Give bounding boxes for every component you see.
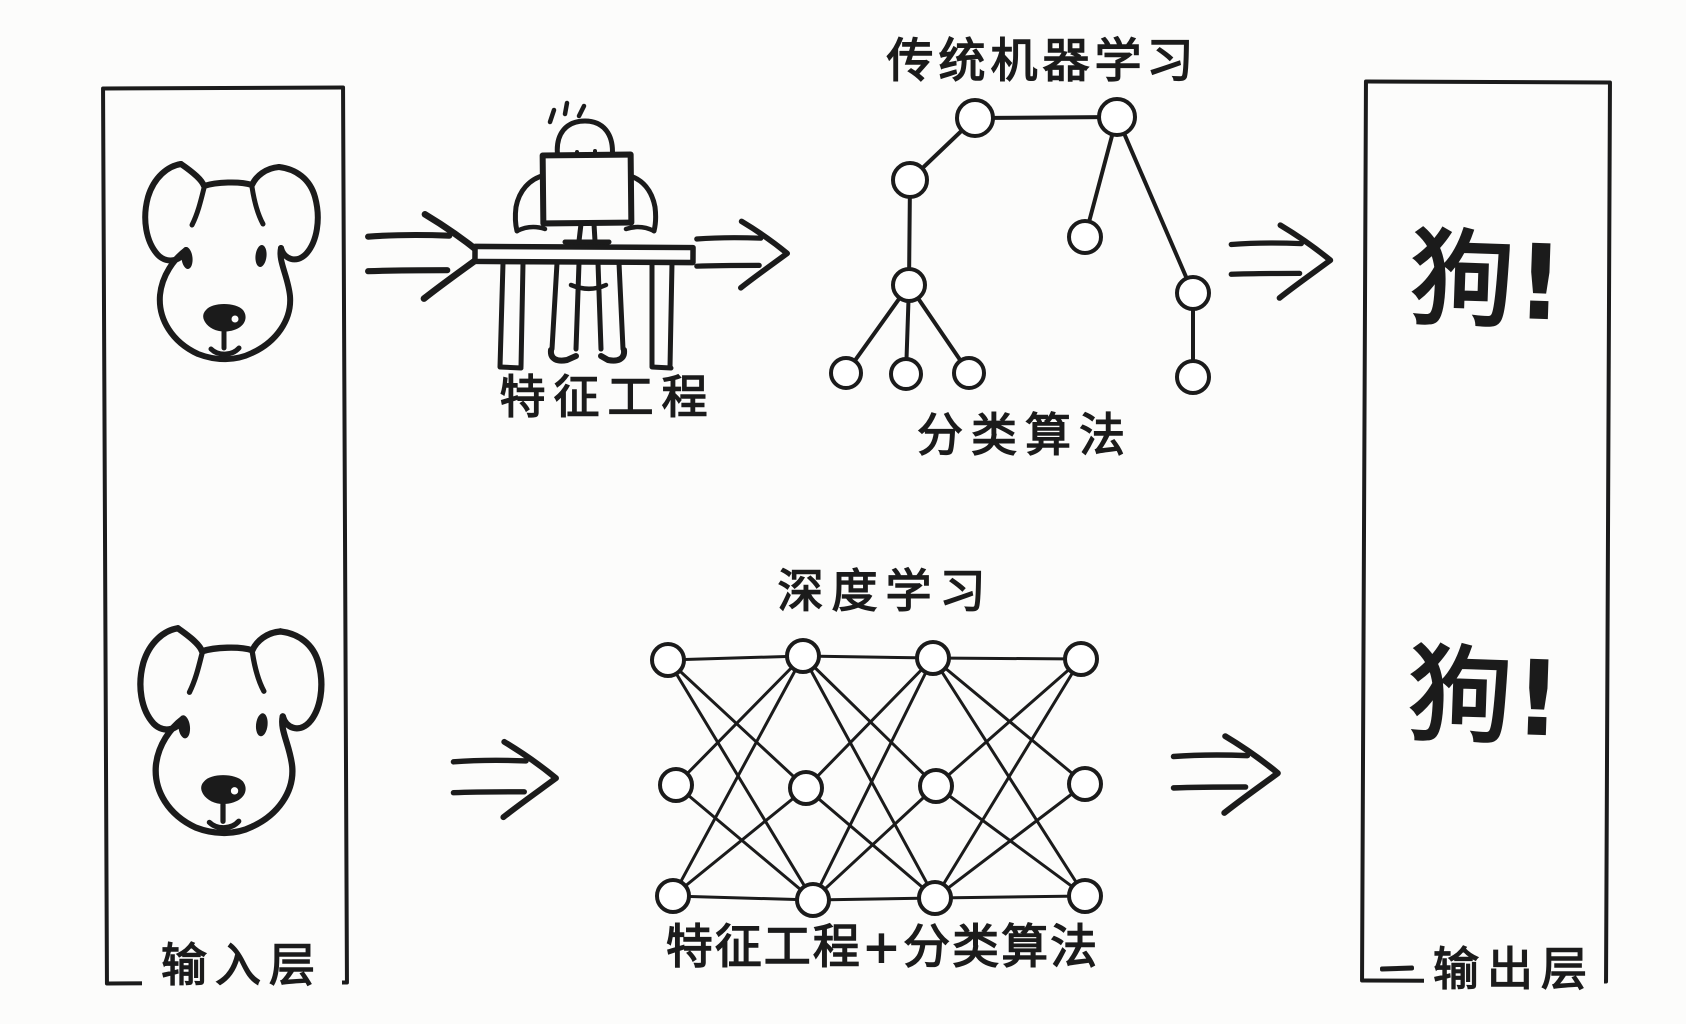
dog-face-top-icon [124,158,324,363]
feature-engineer-person-icon [455,95,710,371]
output-panel [1360,79,1612,984]
neural-network-icon [643,638,1108,918]
input-panel-label: 输入层 [142,940,342,991]
dog-result-top: 狗! [1408,217,1568,345]
decision-tree-icon [812,82,1222,407]
flow-arrow-engineer-to-tree [692,204,796,306]
dog-face-bottom-icon [118,622,328,837]
flow-arrow-network-to-output [1168,725,1288,825]
flow-arrow-input-to-network [448,730,566,830]
output-panel-label: 输出层 [1424,944,1604,995]
combined-pipeline-label: 特征工程+分类算法 [655,922,1110,974]
deep-learning-title: 深度学习 [768,566,1003,617]
feature-engineering-label: 特征工程 [470,372,745,423]
dog-result-bottom: 狗! [1406,633,1566,761]
flow-arrow-tree-to-output [1226,212,1340,312]
classification-algorithm-label: 分类算法 [910,410,1140,461]
traditional-ml-title: 传统机器学习 [870,36,1215,88]
